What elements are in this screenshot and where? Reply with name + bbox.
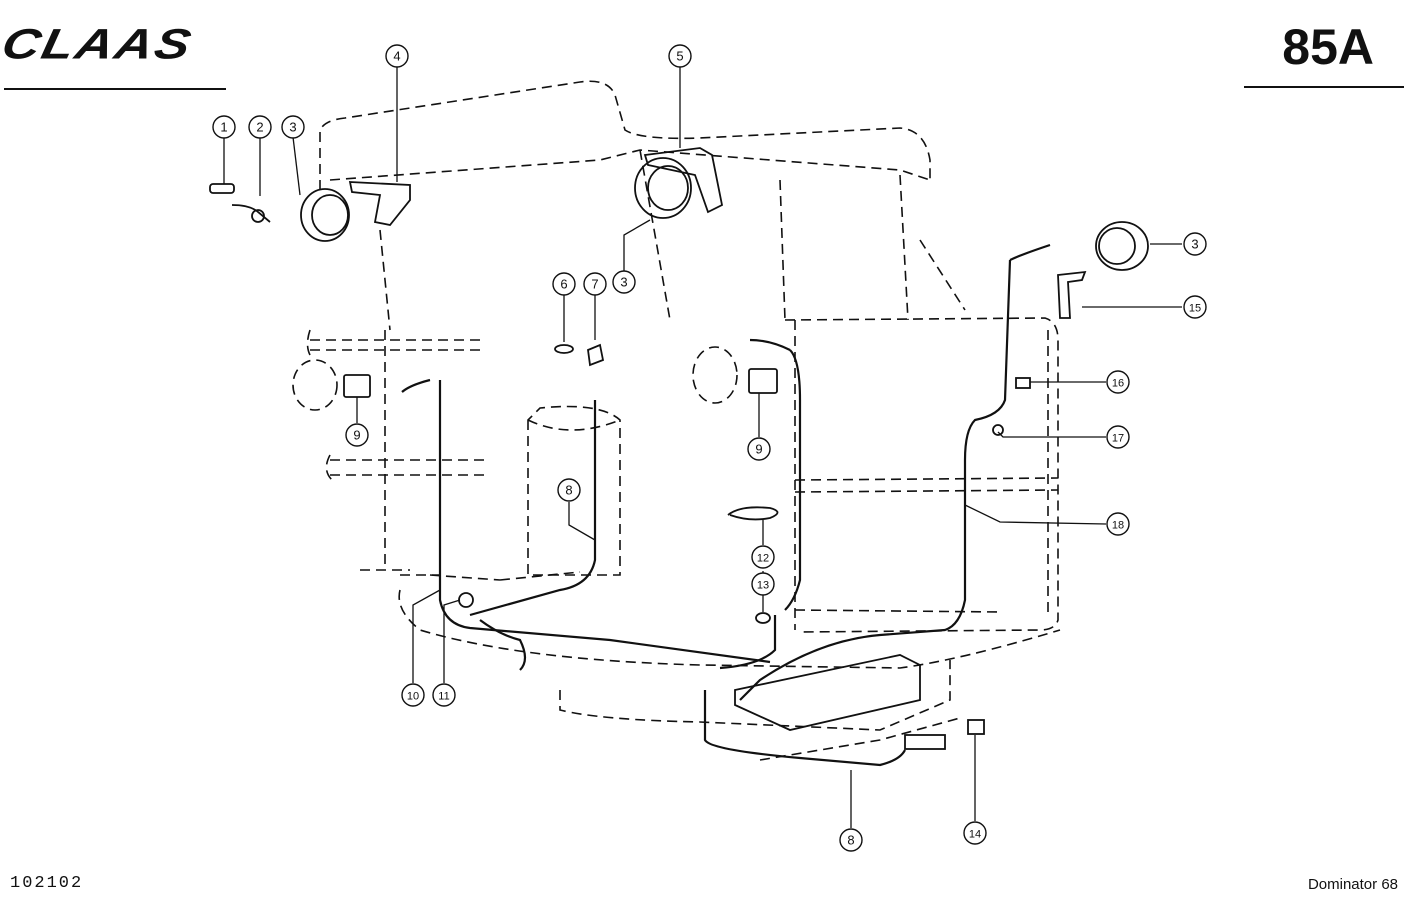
callout-circle	[583, 272, 607, 296]
callout-circle	[963, 821, 987, 845]
callout-10: 10	[401, 683, 425, 707]
callout-label: 1	[220, 120, 227, 135]
wiring-harness	[401, 243, 1051, 767]
relay-14-drawing	[967, 719, 985, 735]
plate-9-left-drawing	[343, 374, 371, 398]
callout-label: 16	[1112, 378, 1124, 390]
callout-circle	[281, 115, 305, 139]
work-lamp-center-drawing	[634, 157, 692, 219]
callout-label: 4	[393, 49, 400, 64]
callout-14: 14	[963, 821, 987, 845]
grommet-11-drawing	[458, 592, 474, 608]
callout-8: 8	[839, 828, 863, 852]
callout-label: 14	[969, 829, 981, 841]
callout-15: 15	[1183, 295, 1207, 319]
connector-block-drawing	[904, 734, 946, 750]
work-lamp-right-drawing	[1095, 221, 1149, 271]
callout-label: 13	[757, 580, 769, 592]
callout-label: 2	[256, 120, 263, 135]
machine-model: Dominator 68	[1307, 876, 1398, 893]
callout-5: 5	[668, 44, 692, 68]
callout-13: 13	[751, 572, 775, 596]
callout-7: 7	[583, 272, 607, 296]
callout-18: 18	[1106, 512, 1130, 536]
cab-frame-outline	[292, 80, 1061, 761]
leader-lines	[223, 66, 1182, 828]
callout-circle	[385, 44, 409, 68]
callout-label: 18	[1112, 520, 1124, 532]
callout-9: 9	[345, 423, 369, 447]
grommet-13-drawing	[755, 612, 771, 624]
part-6-drawing	[554, 344, 574, 354]
callout-circle	[839, 828, 863, 852]
callout-circle	[401, 683, 425, 707]
header-rule-left	[4, 88, 226, 90]
callout-circle	[1183, 232, 1207, 256]
fuse-box-drawing	[734, 654, 921, 731]
callout-4: 4	[385, 44, 409, 68]
callout-label: 9	[353, 428, 360, 443]
callout-circle	[557, 478, 581, 502]
plate-9-right-drawing	[748, 368, 778, 394]
callout-label: 10	[407, 691, 419, 703]
header-rule-right	[1244, 86, 1404, 88]
callout-label: 3	[1191, 237, 1198, 252]
bracket-4-drawing	[348, 181, 411, 226]
callout-label: 5	[676, 49, 683, 64]
callout-circle	[1106, 370, 1130, 394]
work-lamp-left-drawing	[300, 188, 350, 242]
callout-11: 11	[432, 683, 456, 707]
callout-label: 8	[847, 833, 854, 848]
part-7-drawing	[587, 343, 605, 367]
component-drawings	[209, 147, 1149, 750]
callout-circle	[432, 683, 456, 707]
callout-17: 17	[1106, 425, 1130, 449]
callout-3: 3	[281, 115, 305, 139]
callout-circle	[668, 44, 692, 68]
callout-circle	[552, 272, 576, 296]
part-17-drawing	[992, 424, 1004, 436]
callout-2: 2	[248, 115, 272, 139]
callout-circle	[751, 572, 775, 596]
callout-label: 12	[757, 553, 769, 565]
callout-1: 1	[212, 115, 236, 139]
callout-circle	[747, 437, 771, 461]
callout-label: 3	[620, 275, 627, 290]
callout-label: 7	[591, 277, 598, 292]
callout-16: 16	[1106, 370, 1130, 394]
callout-label: 3	[289, 120, 296, 135]
callout-circle	[1106, 512, 1130, 536]
part-16-drawing	[1015, 377, 1031, 389]
bracket-15-drawing	[1057, 270, 1087, 319]
callout-circle	[212, 115, 236, 139]
callout-8: 8	[557, 478, 581, 502]
callout-9: 9	[747, 437, 771, 461]
callout-label: 6	[560, 277, 567, 292]
callout-label: 17	[1112, 433, 1124, 445]
callout-label: 15	[1189, 303, 1201, 315]
strap-12-drawing	[727, 506, 779, 521]
callout-label: 9	[755, 442, 762, 457]
bracket-5-drawing	[643, 147, 724, 214]
callout-circle	[612, 270, 636, 294]
part-2-drawing	[231, 204, 271, 223]
callout-circle	[1106, 425, 1130, 449]
callout-circle	[1183, 295, 1207, 319]
callout-3: 3	[612, 270, 636, 294]
callout-3: 3	[1183, 232, 1207, 256]
callout-label: 8	[565, 483, 572, 498]
callout-6: 6	[552, 272, 576, 296]
callout-label: 11	[438, 691, 449, 703]
callout-circle	[248, 115, 272, 139]
callout-circle	[751, 545, 775, 569]
page-number: 85A	[1282, 19, 1374, 75]
part-1-drawing	[209, 183, 235, 194]
callout-12: 12	[751, 545, 775, 569]
callout-circle	[345, 423, 369, 447]
document-number: 102102	[10, 874, 84, 893]
